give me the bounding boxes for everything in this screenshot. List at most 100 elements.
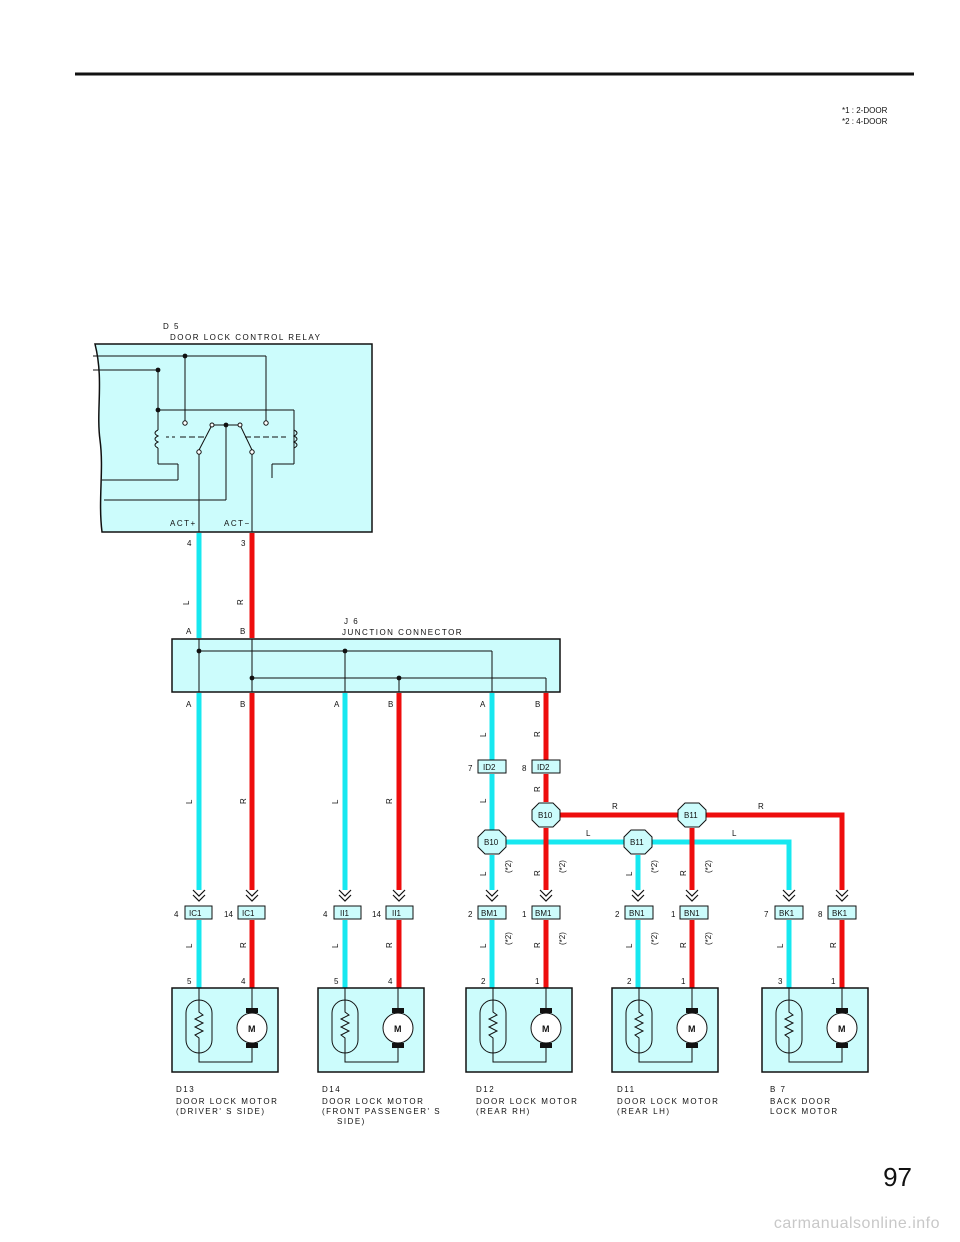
motor-d14: M [317, 987, 425, 1073]
svg-text:L: L [331, 943, 340, 948]
svg-text:R: R [679, 942, 688, 948]
junction-connector: J 6 JUNCTION CONNECTOR [171, 617, 561, 693]
splice-b11-blue: B11 [623, 829, 653, 855]
out2-b: B [388, 700, 393, 709]
svg-text:(*2): (*2) [650, 860, 659, 873]
svg-text:R: R [533, 870, 542, 876]
svg-text:2: 2 [481, 977, 486, 986]
svg-text:L: L [479, 732, 488, 737]
junction-body [171, 638, 561, 693]
svg-text:(FRONT PASSENGER' S: (FRONT PASSENGER' S [322, 1107, 441, 1116]
svg-text:2: 2 [627, 977, 632, 986]
svg-text:5: 5 [187, 977, 192, 986]
svg-text:DOOR LOCK MOTOR: DOOR LOCK MOTOR [176, 1097, 278, 1106]
watermark: carmanualsonline.info [773, 1215, 940, 1232]
svg-text:B11: B11 [684, 811, 698, 820]
svg-text:ID2: ID2 [537, 763, 550, 772]
motor-d12: M [465, 987, 573, 1073]
svg-text:BACK DOOR: BACK DOOR [770, 1097, 832, 1106]
svg-text:R: R [533, 942, 542, 948]
svg-text:5: 5 [334, 977, 339, 986]
svg-text:L: L [479, 943, 488, 948]
svg-text:(REAR RH): (REAR RH) [476, 1107, 531, 1116]
svg-text:L: L [625, 943, 634, 948]
svg-text:R: R [533, 731, 542, 737]
svg-text:R: R [239, 942, 248, 948]
connector-row: 4 IC1 14 IC1 4 II1 14 II1 2 BM1 1 BM1 2 … [174, 905, 857, 920]
svg-text:BN1: BN1 [684, 909, 700, 918]
svg-text:SIDE): SIDE) [337, 1117, 366, 1126]
relay-pin-3: 3 [241, 539, 246, 548]
svg-text:1: 1 [535, 977, 540, 986]
relay-body [94, 343, 373, 533]
svg-text:R: R [385, 798, 394, 804]
svg-text:BK1: BK1 [779, 909, 795, 918]
svg-text:DOOR LOCK MOTOR: DOOR LOCK MOTOR [322, 1097, 424, 1106]
svg-text:R: R [239, 798, 248, 804]
svg-text:B10: B10 [484, 838, 499, 847]
out3-b: B [535, 700, 540, 709]
svg-text:1: 1 [671, 910, 676, 919]
svg-text:DOOR LOCK MOTOR: DOOR LOCK MOTOR [476, 1097, 578, 1106]
motor-captions: D13 DOOR LOCK MOTOR (DRIVER' S SIDE) D14… [176, 1085, 839, 1126]
svg-text:IC1: IC1 [189, 909, 202, 918]
relay-pin-4: 4 [187, 539, 192, 548]
page-number: 97 [883, 1162, 912, 1192]
relay-name: DOOR LOCK CONTROL RELAY [170, 333, 321, 342]
svg-text:L: L [625, 871, 634, 876]
svg-text:BM1: BM1 [481, 909, 498, 918]
svg-text:8: 8 [818, 910, 823, 919]
junction-name: JUNCTION CONNECTOR [342, 628, 463, 637]
svg-text:2: 2 [615, 910, 620, 919]
out1-a: A [186, 700, 192, 709]
svg-text:1: 1 [831, 977, 836, 986]
svg-text:L: L [185, 799, 194, 804]
motor-symbol: M [542, 1024, 550, 1034]
motor-symbol: M [838, 1024, 846, 1034]
svg-text:BN1: BN1 [629, 909, 645, 918]
svg-text:4: 4 [388, 977, 393, 986]
svg-text:LOCK MOTOR: LOCK MOTOR [770, 1107, 839, 1116]
svg-text:(DRIVER' S SIDE): (DRIVER' S SIDE) [176, 1107, 266, 1116]
svg-text:R: R [829, 942, 838, 948]
svg-text:D12: D12 [476, 1085, 495, 1094]
svg-text:R: R [679, 870, 688, 876]
svg-text:L: L [776, 943, 785, 948]
pin-act-plus: ACT+ [170, 519, 197, 528]
bus-label-l2: L [732, 829, 737, 838]
svg-text:B11: B11 [630, 838, 644, 847]
motor-symbol: M [394, 1024, 402, 1034]
pin-act-minus: ACT− [224, 519, 251, 528]
svg-text:L: L [479, 798, 488, 803]
svg-text:(*2): (*2) [704, 860, 713, 873]
svg-text:II1: II1 [340, 909, 349, 918]
motor-d11: M [611, 987, 719, 1073]
note-4-door: *2 : 4-DOOR [842, 117, 888, 126]
out1-b: B [240, 700, 245, 709]
svg-text:R: R [385, 942, 394, 948]
bus-label-l1: L [586, 829, 591, 838]
svg-text:4: 4 [323, 910, 328, 919]
out2-a: A [334, 700, 340, 709]
svg-text:8: 8 [522, 764, 527, 773]
svg-text:2: 2 [468, 910, 473, 919]
svg-text:(REAR LH): (REAR LH) [617, 1107, 671, 1116]
splice-b11-red: B11 [677, 802, 707, 828]
svg-text:(*2): (*2) [504, 860, 513, 873]
svg-text:3: 3 [778, 977, 783, 986]
relay-nodes [155, 353, 269, 455]
connector-arrows [192, 889, 849, 902]
svg-text:(*2): (*2) [650, 932, 659, 945]
svg-text:B 7: B 7 [770, 1085, 787, 1094]
svg-text:DOOR LOCK MOTOR: DOOR LOCK MOTOR [617, 1097, 719, 1106]
svg-text:D13: D13 [176, 1085, 195, 1094]
bus-label-r2: R [758, 802, 764, 811]
svg-text:7: 7 [468, 764, 473, 773]
svg-text:1: 1 [522, 910, 527, 919]
motor-pin-numbers: 5 4 5 4 2 1 2 1 3 1 [187, 977, 836, 986]
svg-text:14: 14 [372, 910, 381, 919]
svg-text:ID2: ID2 [483, 763, 496, 772]
svg-text:BK1: BK1 [832, 909, 848, 918]
